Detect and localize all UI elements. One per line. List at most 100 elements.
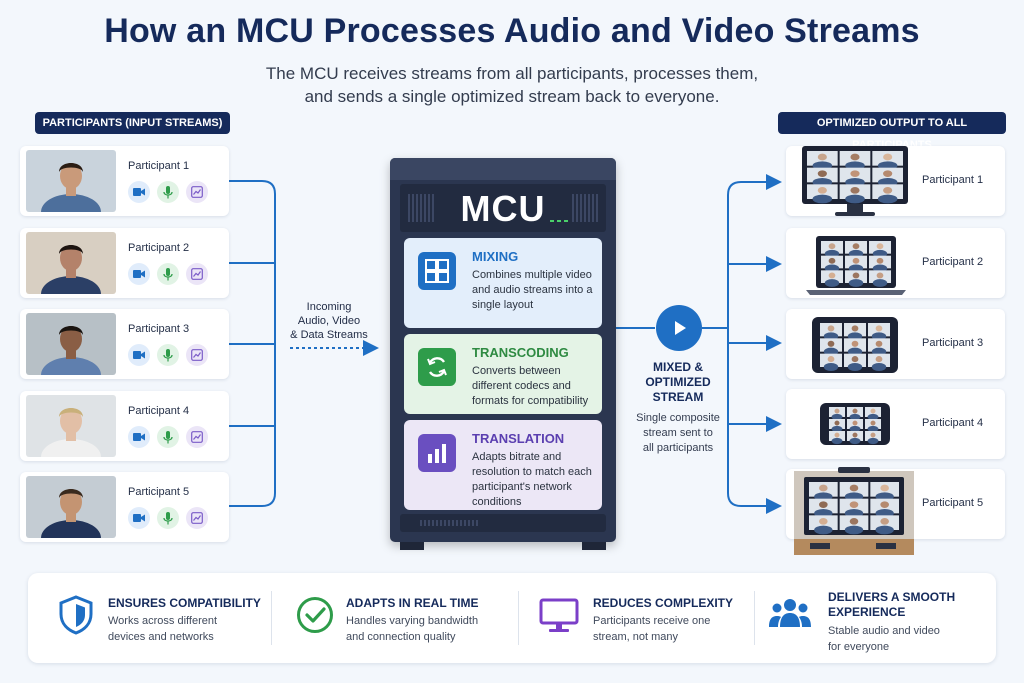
output-participant-card: Participant 2 (786, 228, 1005, 298)
translation-desc: Adapts bitrate and resolution to match e… (472, 451, 592, 508)
bandwidth-chart-icon (186, 344, 208, 366)
video-camera-icon (128, 344, 150, 366)
output-participant-card: Participant 1 (786, 146, 1005, 216)
mixed-line-2: OPTIMIZED (645, 375, 711, 389)
incoming-line-3: & Data Streams (290, 329, 368, 341)
participant-photo (26, 395, 116, 457)
benefit-3-desc-line-1: Participants receive one (593, 615, 711, 627)
bandwidth-chart-icon (186, 507, 208, 529)
participant-name: Participant 3 (128, 323, 190, 335)
page-subtitle: The MCU receives streams from all partic… (0, 62, 1024, 108)
benefit-1-desc-line-2: devices and networks (108, 631, 214, 643)
microphone-icon (157, 263, 179, 285)
video-camera-icon (128, 507, 150, 529)
vent-right (572, 194, 598, 222)
benefit-complexity: REDUCES COMPLEXITY Participants receive … (522, 573, 762, 663)
benefit-3-desc-line-2: stream, not many (593, 631, 678, 643)
vent-bottom (420, 520, 480, 526)
server-foot-left (400, 542, 424, 550)
bandwidth-chart-icon (186, 181, 208, 203)
mcu-server: MCU MIXING Combines multiple video and a… (390, 158, 616, 550)
input-participant-card: Participant 5 (20, 472, 229, 542)
benefit-2-desc: Handles varying bandwidth and connection… (346, 613, 478, 645)
check-circle-icon (297, 597, 333, 633)
page-title: How an MCU Processes Audio and Video Str… (104, 12, 920, 50)
mixed-stream-desc: Single composite stream sent to all part… (622, 411, 734, 456)
mixed-desc-1: Single composite (636, 412, 720, 424)
status-led-1 (550, 220, 554, 222)
divider (271, 591, 272, 645)
input-participant-card: Participant 1 (20, 146, 229, 216)
benefit-3-title: REDUCES COMPLEXITY (593, 596, 734, 610)
mixed-stream-title: MIXED & OPTIMIZED STREAM (622, 360, 734, 405)
benefit-2-desc-line-2: and connection quality (346, 631, 456, 643)
benefit-4-desc: Stable audio and video for everyone (828, 623, 940, 655)
benefits-bar: ENSURES COMPATIBILITY Works across diffe… (28, 573, 996, 663)
mcu-label: MCU (460, 188, 546, 229)
input-participant-card: Participant 4 (20, 391, 229, 461)
shield-icon (59, 595, 93, 635)
microphone-icon (157, 426, 179, 448)
video-camera-icon (128, 263, 150, 285)
users-group-icon (769, 599, 811, 627)
participant-name: Participant 2 (128, 242, 190, 254)
inputs-header: PARTICIPANTS (INPUT STREAMS) (35, 112, 230, 134)
output-participant-card: Participant 3 (786, 309, 1005, 379)
translation-title: TRANSLATION (472, 431, 565, 446)
subtitle-line-1: The MCU receives streams from all partic… (265, 64, 759, 83)
vent-left (408, 194, 434, 222)
output-participant-card: Participant 5 (786, 467, 1005, 555)
benefit-1-title: ENSURES COMPATIBILITY (108, 596, 261, 610)
status-led-3 (564, 220, 568, 222)
incoming-line-2: Audio, Video (297, 315, 361, 327)
input-participant-card: Participant 3 (20, 309, 229, 379)
benefit-2-title: ADAPTS IN REAL TIME (346, 596, 479, 610)
transcoding-panel: TRANSCODING Converts between different c… (404, 334, 602, 414)
divider (754, 591, 755, 645)
layout-grid-icon (418, 252, 456, 290)
mixing-panel: MIXING Combines multiple video and audio… (404, 238, 602, 328)
output-participant-name: Participant 4 (922, 417, 984, 429)
status-led-2 (557, 220, 561, 222)
benefit-experience: DELIVERS A SMOOTH EXPERIENCE Stable audi… (758, 573, 996, 663)
transcoding-title: TRANSCODING (472, 345, 569, 360)
participant-name: Participant 5 (128, 486, 190, 498)
benefit-real-time: ADAPTS IN REAL TIME Handles varying band… (274, 573, 514, 663)
transcoding-desc: Converts between different codecs and fo… (472, 365, 589, 407)
benefit-1-desc: Works across different devices and netwo… (108, 613, 217, 645)
play-icon (656, 305, 702, 351)
output-participant-card: Participant 4 (786, 389, 1005, 459)
microphone-icon (157, 344, 179, 366)
mixing-title: MIXING (472, 249, 519, 264)
video-camera-icon (128, 181, 150, 203)
input-connectors (229, 180, 276, 507)
participant-name: Participant 1 (128, 160, 190, 172)
output-participant-name: Participant 3 (922, 337, 984, 349)
mixed-desc-2: stream sent to (643, 427, 713, 439)
divider (518, 591, 519, 645)
benefit-2-desc-line-1: Handles varying bandwidth (346, 615, 479, 627)
server-bottom-unit (400, 514, 606, 532)
mixed-line-3: STREAM (652, 390, 704, 404)
benefit-3-desc: Participants receive one stream, not man… (593, 613, 710, 645)
output-connectors (702, 174, 782, 514)
incoming-label: Incoming Audio, Video & Data Streams (284, 300, 374, 342)
participant-name: Participant 4 (128, 405, 190, 417)
server-head-unit (400, 184, 606, 232)
microphone-icon (157, 181, 179, 203)
microphone-icon (157, 507, 179, 529)
mixed-line-1: MIXED & (652, 360, 703, 374)
output-participant-name: Participant 5 (922, 497, 984, 509)
server-top (390, 158, 616, 180)
benefit-4-title-line-1: DELIVERS A SMOOTH (828, 590, 956, 604)
benefit-4-desc-line-1: Stable audio and video (828, 625, 940, 637)
output-participant-name: Participant 2 (922, 256, 984, 268)
benefit-1-desc-line-1: Works across different (108, 615, 218, 627)
outputs-header: OPTIMIZED OUTPUT TO ALL PARTICIPANTS (778, 112, 1006, 151)
bar-chart-icon (418, 434, 456, 472)
refresh-icon (418, 348, 456, 386)
participant-photo (26, 150, 116, 212)
mixing-desc: Combines multiple video and audio stream… (472, 269, 593, 311)
benefit-compatibility: ENSURES COMPATIBILITY Works across diffe… (28, 573, 268, 663)
